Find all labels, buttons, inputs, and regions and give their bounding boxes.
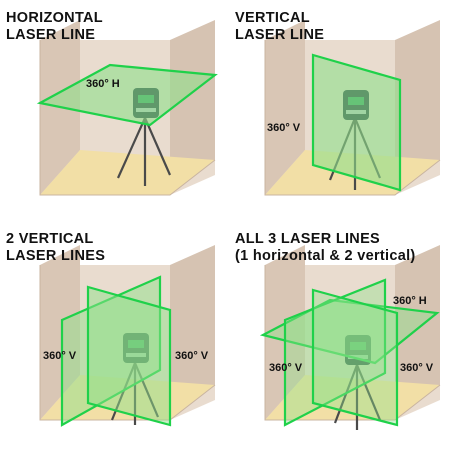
vertical-degree-label-right: 360° V — [400, 362, 434, 374]
panel-horizontal: HORIZONTAL LASER LINE 360° H — [0, 0, 225, 225]
horizontal-degree-label: 360° H — [86, 78, 120, 90]
panel-two-vertical: 2 VERTICAL LASER LINES 360° V 360° V — [0, 225, 225, 450]
vertical-degree-label: 360° V — [267, 122, 301, 134]
vertical-degree-label-left: 360° V — [269, 362, 303, 374]
vertical-degree-label-left: 360° V — [43, 350, 77, 362]
panel-title: 2 VERTICAL LASER LINES — [6, 231, 106, 264]
panel-title: HORIZONTAL LASER LINE — [6, 10, 103, 43]
horizontal-degree-label: 360° H — [393, 295, 427, 307]
vertical-laser-plane-b — [311, 288, 399, 427]
vertical-laser-plane-a — [283, 278, 387, 427]
panel-title: VERTICAL LASER LINE — [235, 10, 325, 43]
room-horizontal — [36, 20, 218, 196]
panel-all-three: ALL 3 LASER LINES (1 horizontal & 2 vert… — [225, 225, 450, 450]
room-vertical — [264, 20, 441, 196]
room-two-vertical — [39, 245, 216, 427]
horizontal-laser-plane — [36, 63, 218, 127]
vertical-laser-plane — [311, 53, 402, 192]
room-all-three — [259, 245, 441, 430]
vertical-laser-plane-b — [86, 285, 172, 427]
panel-title: ALL 3 LASER LINES (1 horizontal & 2 vert… — [235, 231, 416, 264]
vertical-degree-label-right: 360° V — [175, 350, 209, 362]
panel-vertical: VERTICAL LASER LINE 360° V — [225, 0, 450, 225]
